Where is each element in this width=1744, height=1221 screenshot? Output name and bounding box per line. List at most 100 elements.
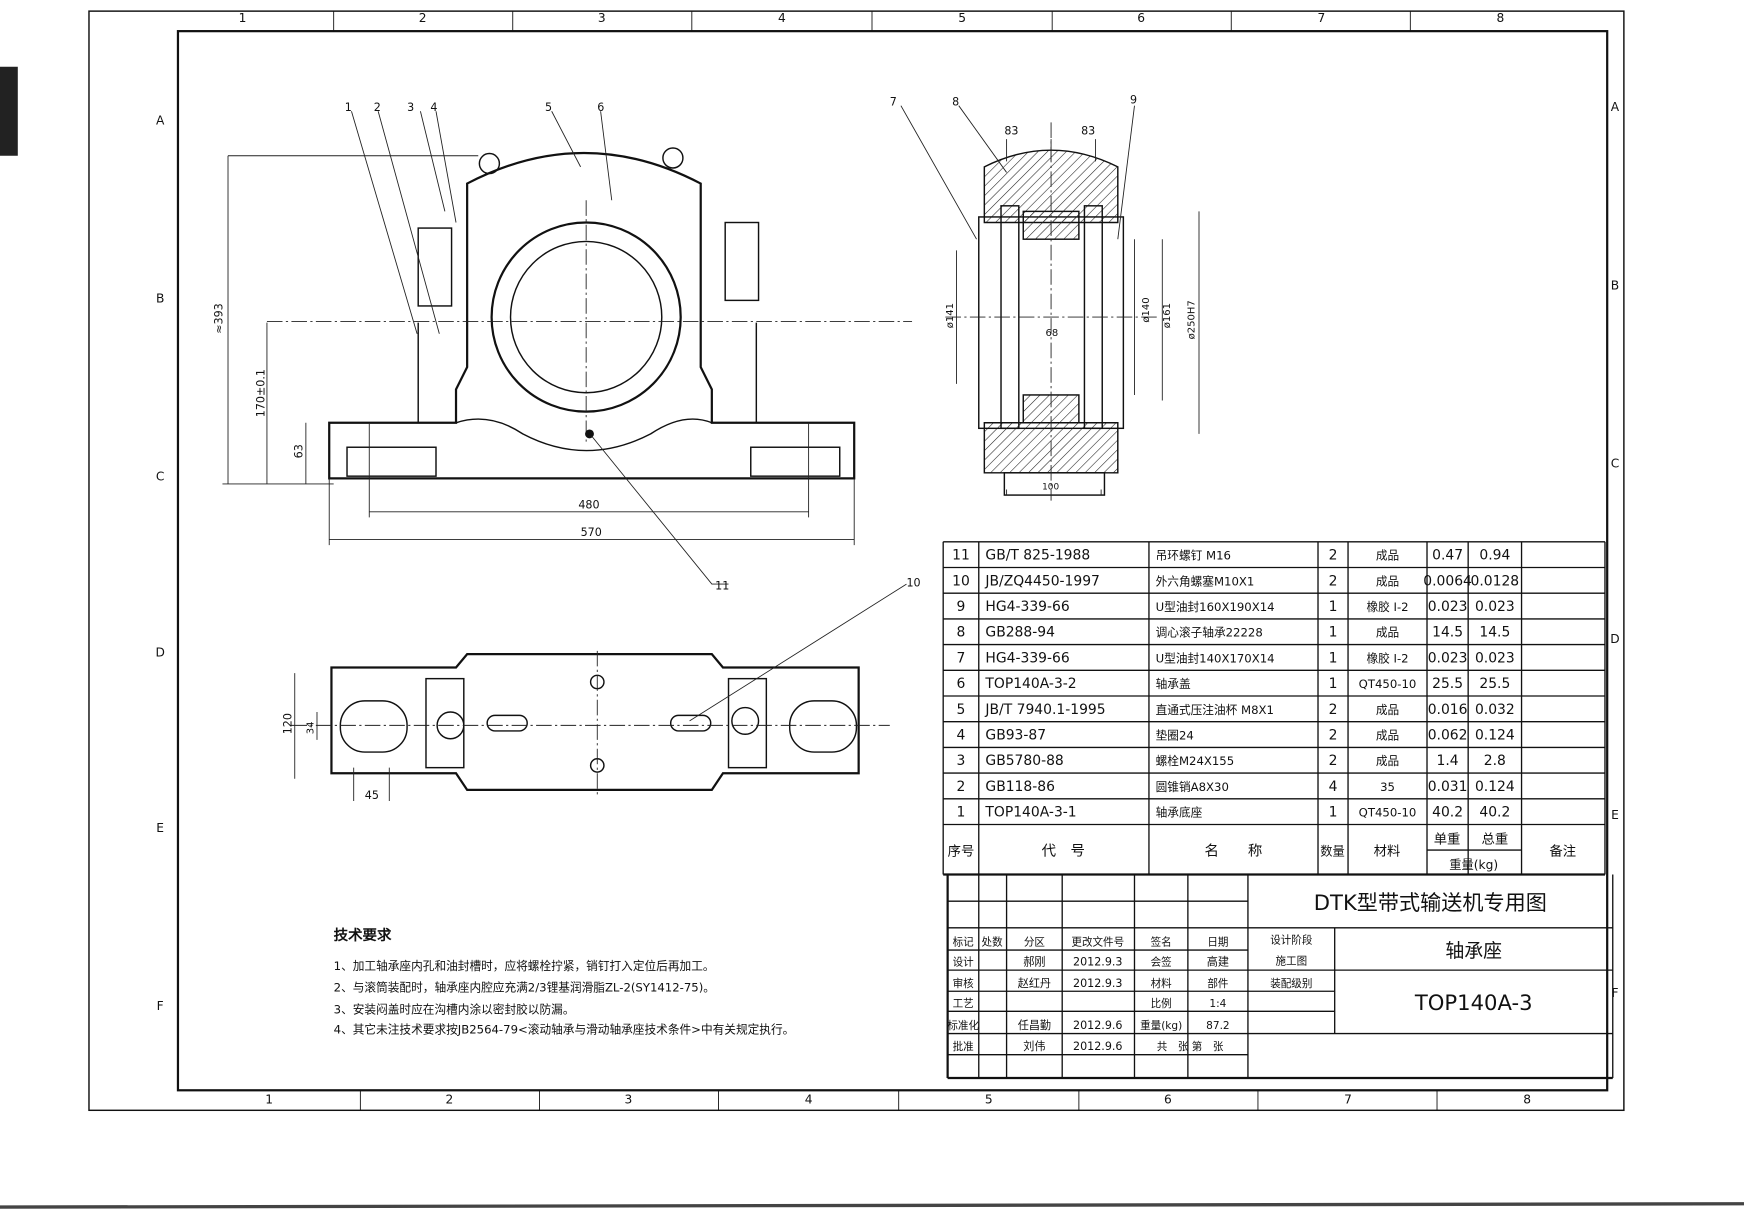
balloon-8: 8 bbox=[952, 96, 959, 109]
zone-number-top: 4 bbox=[778, 11, 786, 25]
title-cell-review_date: 2012.9.3 bbox=[1073, 977, 1122, 990]
inner-frame bbox=[176, 30, 1609, 1092]
parts-cell-material: 橡胶 I-2 bbox=[1366, 600, 1408, 614]
title-cell-countersign: 高建 bbox=[1207, 955, 1229, 969]
parts-cell-code: GB5780-88 bbox=[985, 753, 1063, 769]
title-cell-standard: 任昌勤 bbox=[1018, 1019, 1051, 1032]
parts-cell-no: 3 bbox=[957, 753, 966, 769]
zone-number-bottom: 6 bbox=[1164, 1093, 1172, 1107]
parts-cell-no: 2 bbox=[957, 779, 966, 795]
parts-cell-code: GB118-86 bbox=[985, 779, 1054, 795]
top-view bbox=[291, 583, 907, 802]
dim-overall-length: 570 bbox=[581, 526, 602, 539]
parts-cell-material: 成品 bbox=[1376, 574, 1399, 588]
zone-number-bottom: 2 bbox=[445, 1093, 453, 1107]
tech-req-title: 技术要求 bbox=[334, 926, 392, 944]
front-view bbox=[222, 111, 913, 585]
parts-cell-total: 0.0128 bbox=[1471, 573, 1520, 589]
parts-cell-unit: 0.016 bbox=[1428, 702, 1468, 718]
parts-cell-name: 螺栓M24X155 bbox=[1156, 754, 1235, 768]
dim-d161: ø161 bbox=[1162, 303, 1173, 328]
title-cell-design: 设计 bbox=[953, 956, 975, 969]
zone-number-top: 3 bbox=[598, 11, 606, 25]
zone-letter-right: A bbox=[1611, 100, 1620, 114]
header-qty: 数量 bbox=[1320, 844, 1344, 859]
parts-cell-no: 4 bbox=[957, 728, 966, 744]
zone-letter-right: F bbox=[1611, 986, 1618, 1000]
zone-letter-left: E bbox=[156, 821, 164, 835]
parts-cell-qty: 2 bbox=[1329, 548, 1338, 564]
title-cell-count: 处数 bbox=[982, 936, 1004, 949]
parts-cell-qty: 2 bbox=[1329, 728, 1338, 744]
zone-letter-right: B bbox=[1611, 278, 1619, 292]
zone-letter-left: C bbox=[156, 470, 165, 484]
zone-number-bottom: 8 bbox=[1523, 1093, 1531, 1107]
parts-cell-code: GB288-94 bbox=[985, 625, 1055, 641]
parts-cell-qty: 1 bbox=[1329, 676, 1338, 692]
title-cell-change_doc: 更改文件号 bbox=[1071, 936, 1124, 949]
parts-cell-name: 垫圈24 bbox=[1156, 729, 1194, 743]
zone-number-top: 1 bbox=[239, 11, 247, 25]
tech-req-item-2: 2、与滚筒装配时，轴承座内腔应充满2/3锂基润滑脂ZL-2(SY1412-75)… bbox=[334, 980, 715, 994]
parts-cell-code: GB93-87 bbox=[985, 728, 1046, 744]
parts-cell-material: QT450-10 bbox=[1359, 806, 1417, 820]
parts-cell-unit: 0.023 bbox=[1428, 650, 1468, 666]
title-cell-material: 材料 bbox=[1151, 977, 1173, 990]
dim-83-right: 83 bbox=[1081, 125, 1095, 138]
technical-requirements: 技术要求 1、加工轴承座内孔和油封槽时，应将螺栓拧紧，销钉打入定位后再加工。 2… bbox=[334, 926, 795, 1036]
zone-number-top: 8 bbox=[1497, 11, 1505, 25]
dim-slot-34: 34 bbox=[306, 722, 317, 735]
parts-cell-material: QT450-10 bbox=[1359, 677, 1417, 691]
parts-cell-name: 调心滚子轴承22228 bbox=[1156, 626, 1263, 640]
title-cell-material: 部件 bbox=[1207, 977, 1229, 990]
parts-cell-no: 1 bbox=[957, 805, 966, 821]
scan-edge bbox=[0, 66, 18, 156]
parts-cell-total: 14.5 bbox=[1479, 625, 1510, 641]
dim-offset-45: 45 bbox=[365, 789, 379, 802]
parts-cell-no: 11 bbox=[952, 548, 970, 564]
parts-cell-qty: 1 bbox=[1329, 650, 1338, 666]
parts-cell-qty: 1 bbox=[1329, 625, 1338, 641]
scan-line bbox=[0, 1202, 1744, 1209]
header-weight-kg: 重量(kg) bbox=[1449, 858, 1498, 872]
zone-letter-right: D bbox=[1610, 632, 1619, 646]
zone-number-bottom: 4 bbox=[805, 1093, 813, 1107]
header-unit-weight: 单重 bbox=[1434, 831, 1461, 847]
balloon-9: 9 bbox=[1130, 93, 1137, 106]
zone-letter-left: A bbox=[156, 114, 165, 128]
dim-base-height: 63 bbox=[293, 444, 306, 458]
parts-cell-code: HG4-339-66 bbox=[985, 599, 1069, 615]
dim-w68: 68 bbox=[1046, 328, 1059, 339]
title-cell-zone: 分区 bbox=[1024, 937, 1046, 949]
parts-cell-total: 0.124 bbox=[1475, 779, 1515, 795]
header-total-weight: 总重 bbox=[1482, 831, 1509, 847]
balloon-2: 2 bbox=[374, 101, 381, 114]
dim-d141: ø141 bbox=[945, 303, 956, 328]
parts-cell-total: 0.023 bbox=[1475, 650, 1515, 666]
title-cell-assembly: 装配级别 bbox=[1270, 977, 1312, 990]
title-cell-date: 日期 bbox=[1207, 937, 1228, 949]
parts-cell-no: 5 bbox=[957, 702, 966, 718]
parts-cell-unit: 0.031 bbox=[1428, 779, 1468, 795]
parts-cell-name: U型油封140X170X14 bbox=[1156, 651, 1275, 665]
dim-d140: ø140 bbox=[1141, 297, 1152, 322]
parts-cell-total: 2.8 bbox=[1484, 753, 1506, 769]
dim-height-total: ≈393 bbox=[212, 303, 225, 334]
parts-cell-code: HG4-339-66 bbox=[985, 650, 1069, 666]
parts-cell-material: 成品 bbox=[1376, 703, 1399, 717]
parts-cell-no: 7 bbox=[957, 650, 966, 666]
parts-cell-total: 0.032 bbox=[1475, 702, 1515, 718]
dim-center-height: 170±0.1 bbox=[255, 369, 268, 417]
parts-cell-qty: 1 bbox=[1329, 805, 1338, 821]
zone-letter-right: E bbox=[1611, 808, 1619, 822]
parts-cell-no: 9 bbox=[957, 599, 966, 615]
balloon-1: 1 bbox=[345, 101, 352, 114]
parts-cell-name: 直通式压注油杯 M8X1 bbox=[1156, 703, 1274, 717]
title-cell-design_date: 2012.9.3 bbox=[1073, 956, 1122, 969]
title-cell-process: 工艺 bbox=[953, 998, 974, 1010]
title-cell-weight: 重量(kg) bbox=[1140, 1019, 1182, 1032]
